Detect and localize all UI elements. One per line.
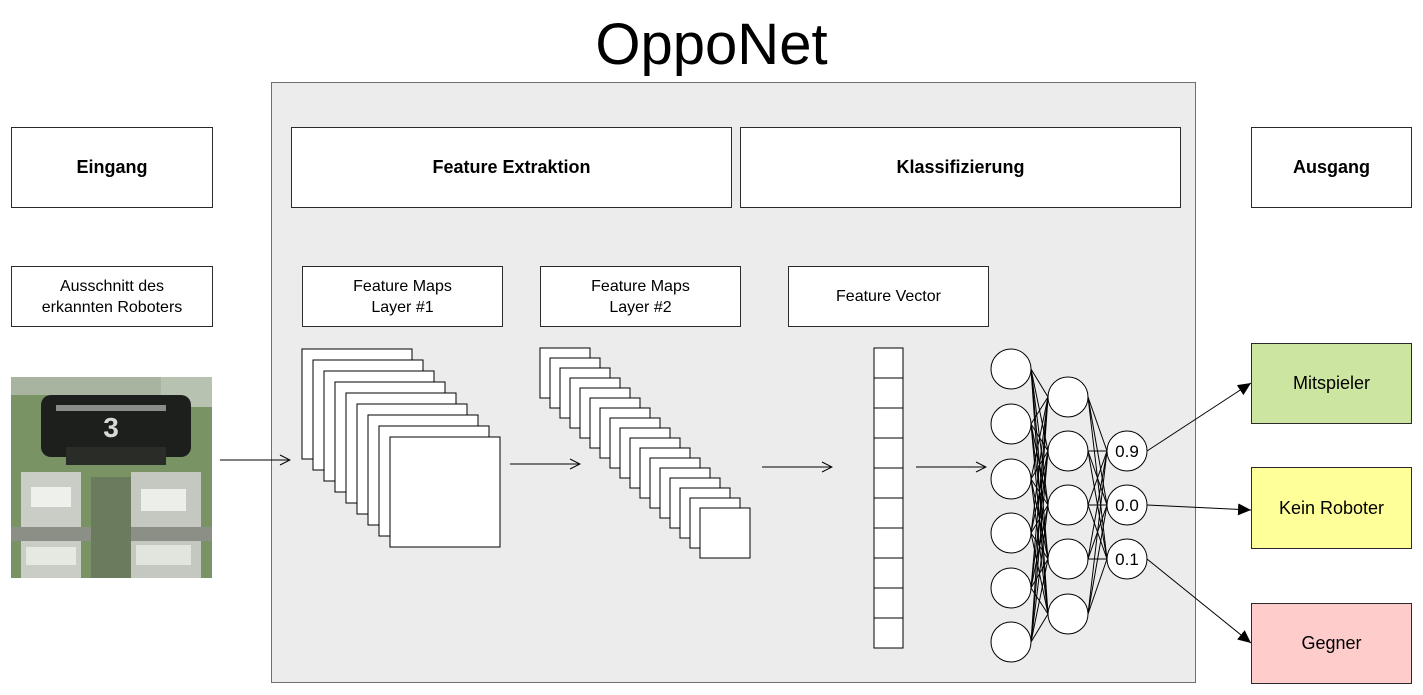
- edge-l2-l3: [1087, 450, 1108, 560]
- fmap1-label-text: Feature Maps Layer #1: [353, 277, 452, 316]
- class-opponent-label: Gegner: [1301, 633, 1362, 653]
- input-crop-label-text: Ausschnitt des erkannten Roboters: [41, 277, 183, 316]
- output-arrow: [1146, 503, 1252, 516]
- section-output-label: Ausgang: [1292, 157, 1370, 177]
- output-value: 0.0: [1115, 496, 1139, 515]
- edge-l1-l2: [1030, 613, 1049, 643]
- edge-l2-l3: [1087, 396, 1108, 452]
- edge-l2-l3: [1087, 450, 1108, 615]
- edge-l1-l2: [1030, 396, 1049, 480]
- class-no-robot-label: Kein Roboter: [1278, 497, 1385, 518]
- fmap2-label: Feature Maps Layer #2: [540, 266, 741, 327]
- hidden-neuron: [1047, 484, 1089, 526]
- jersey-number: 3: [103, 412, 119, 443]
- input-neuron: [990, 403, 1032, 445]
- robot-crop-image: 3: [11, 377, 212, 578]
- section-classification-label: Klassifizierung: [896, 157, 1025, 177]
- input-neuron: [990, 621, 1032, 663]
- fvector-cell: [873, 497, 904, 529]
- fmap1-label: Feature Maps Layer #1: [302, 266, 503, 327]
- hidden-neuron: [1047, 376, 1089, 418]
- input-neuron: [990, 512, 1032, 554]
- section-feature-extraction: Feature Extraktion: [291, 127, 732, 208]
- fmap1-stack: [301, 348, 501, 548]
- edge-l2-l3: [1087, 450, 1108, 506]
- input-neuron: [990, 567, 1032, 609]
- fvector-cell: [873, 377, 904, 409]
- fvector-cell: [873, 527, 904, 559]
- feature-vector: [873, 347, 904, 649]
- diagram-title: OppoNet: [595, 12, 828, 77]
- input-neuron: [990, 458, 1032, 500]
- edge-l1-l2: [1030, 450, 1049, 643]
- input-neuron: [990, 348, 1032, 390]
- fvector-cell: [873, 437, 904, 469]
- flow-arrows: [220, 460, 986, 467]
- edge-l1-l2: [1030, 396, 1049, 534]
- fmap2-layer: [699, 507, 751, 559]
- fvector-cell: [873, 407, 904, 439]
- edge-l1-l2: [1030, 396, 1049, 589]
- edge-l1-l2: [1030, 396, 1049, 425]
- edge-l1-l2: [1030, 558, 1049, 643]
- edge-l1-l2: [1030, 396, 1049, 643]
- edge-l1-l2: [1030, 504, 1049, 643]
- output-value: 0.9: [1115, 442, 1139, 461]
- edge-l2-l3: [1087, 558, 1108, 615]
- input-crop-label: Ausschnitt des erkannten Roboters: [11, 266, 213, 327]
- section-input: Eingang: [11, 127, 213, 208]
- fvector-cell: [873, 587, 904, 619]
- fvector-cell: [873, 617, 904, 649]
- class-teammate: Mitspieler: [1251, 343, 1412, 424]
- fvector-label: Feature Vector: [788, 266, 989, 327]
- network-edges: [1030, 368, 1108, 643]
- fmap1-layer: [389, 436, 501, 548]
- hidden-neuron: [1047, 593, 1089, 635]
- fvector-label-text: Feature Vector: [836, 288, 941, 305]
- section-output: Ausgang: [1251, 127, 1412, 208]
- fmap2-stack: [539, 347, 751, 559]
- output-value: 0.1: [1115, 550, 1139, 569]
- edge-l1-l2: [1030, 368, 1049, 398]
- hidden-neuron: [1047, 430, 1089, 472]
- section-classification: Klassifizierung: [740, 127, 1181, 208]
- section-feature-extraction-label: Feature Extraktion: [432, 157, 591, 177]
- fmap2-label-text: Feature Maps Layer #2: [591, 277, 690, 316]
- section-input-label: Eingang: [76, 157, 148, 177]
- fvector-cell: [873, 347, 904, 379]
- edge-l2-l3: [1087, 504, 1108, 615]
- output-arrows: [1146, 382, 1252, 644]
- network-nodes: 0.9 0.0 0.1: [990, 348, 1148, 663]
- class-no-robot: Kein Roboter: [1251, 467, 1412, 549]
- hidden-neuron: [1047, 538, 1089, 580]
- fvector-cell: [873, 467, 904, 499]
- output-arrow: [1146, 558, 1252, 644]
- class-teammate-label: Mitspieler: [1292, 373, 1371, 393]
- fvector-cell: [873, 557, 904, 589]
- output-arrow: [1146, 382, 1252, 452]
- class-opponent: Gegner: [1251, 603, 1412, 684]
